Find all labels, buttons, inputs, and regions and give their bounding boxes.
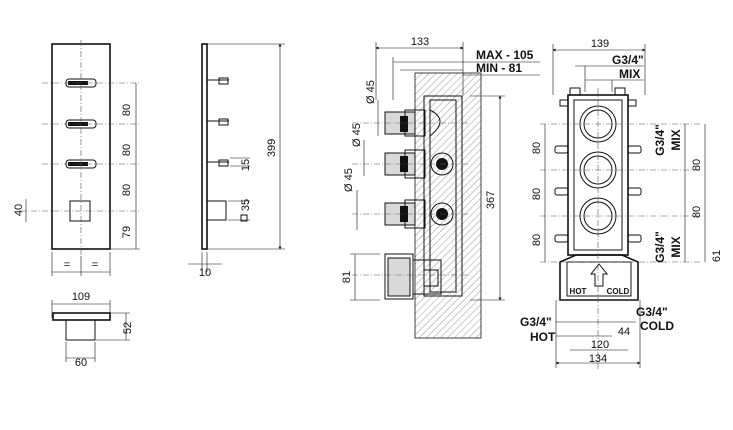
dia-1: Ø 45 — [365, 80, 377, 104]
box-hot: HOT — [570, 287, 587, 296]
side-view: 399 15 35 10 — [188, 43, 285, 279]
cold-label: COLD — [640, 319, 674, 333]
top-view: 109 52 60 — [51, 291, 134, 369]
mix-top: MIX — [619, 67, 640, 81]
max-label: MAX - 105 — [476, 48, 534, 62]
side-dim-height: 399 — [266, 139, 278, 157]
left-dim-2: 80 — [531, 188, 543, 200]
left-dim-1: 80 — [531, 142, 543, 154]
g34-cold: G3/4" — [636, 305, 668, 319]
side-handle-2 — [207, 118, 229, 126]
g34-right-2: G3/4" — [653, 231, 667, 263]
body-view: 139 G3/4" MIX — [520, 38, 723, 370]
dim-81: 81 — [341, 271, 353, 283]
right-dim-2: 80 — [691, 206, 703, 218]
right-dim-3: 61 — [711, 250, 723, 262]
front-dim-left: 40 — [13, 204, 25, 216]
min-label: MIN - 81 — [476, 61, 522, 75]
front-view: 80 80 80 79 40 = = — [13, 40, 140, 276]
diverter-block — [384, 253, 442, 300]
dim-134: 134 — [589, 353, 607, 365]
dim-44: 44 — [618, 326, 630, 338]
top-dim-depth: 52 — [122, 322, 134, 334]
side-square — [206, 200, 227, 221]
section-view: 133 MAX - 105 MIN - 81 — [341, 36, 540, 339]
box-cold: COLD — [607, 287, 630, 296]
side-dim-15: 15 — [240, 159, 252, 171]
g34-hot: G3/4" — [520, 315, 552, 329]
g34-top: G3/4" — [612, 53, 644, 67]
mix-right-2: MIX — [669, 236, 683, 257]
dia-3: Ø 45 — [343, 168, 355, 192]
dim-120: 120 — [591, 339, 609, 351]
top-plate — [52, 312, 111, 321]
front-dim-2: 80 — [121, 144, 133, 156]
mixing-block: HOT COLD — [559, 254, 639, 301]
front-dim-3: 80 — [121, 184, 133, 196]
left-dim-3: 80 — [531, 234, 543, 246]
side-dim-depth: 10 — [199, 267, 211, 279]
dim-139: 139 — [591, 38, 609, 50]
hot-label: HOT — [530, 330, 556, 344]
front-dim-1: 80 — [121, 104, 133, 116]
dim-133: 133 — [411, 36, 429, 48]
side-handle-1 — [207, 77, 229, 85]
dia-2: Ø 45 — [351, 123, 363, 147]
dim-367: 367 — [485, 191, 497, 209]
front-dim-4: 79 — [121, 226, 133, 238]
top-dim-width: 109 — [72, 291, 90, 303]
mix-right-1: MIX — [669, 129, 683, 150]
side-handle-3 — [207, 159, 229, 167]
side-dim-square: 35 — [240, 199, 252, 211]
right-dim-1: 80 — [691, 159, 703, 171]
g34-right-1: G3/4" — [653, 124, 667, 156]
side-fittings — [554, 87, 642, 243]
side-plate — [201, 43, 208, 250]
front-eq-1: = — [64, 259, 70, 271]
front-eq-2: = — [92, 259, 98, 271]
top-dim-base: 60 — [75, 357, 87, 369]
